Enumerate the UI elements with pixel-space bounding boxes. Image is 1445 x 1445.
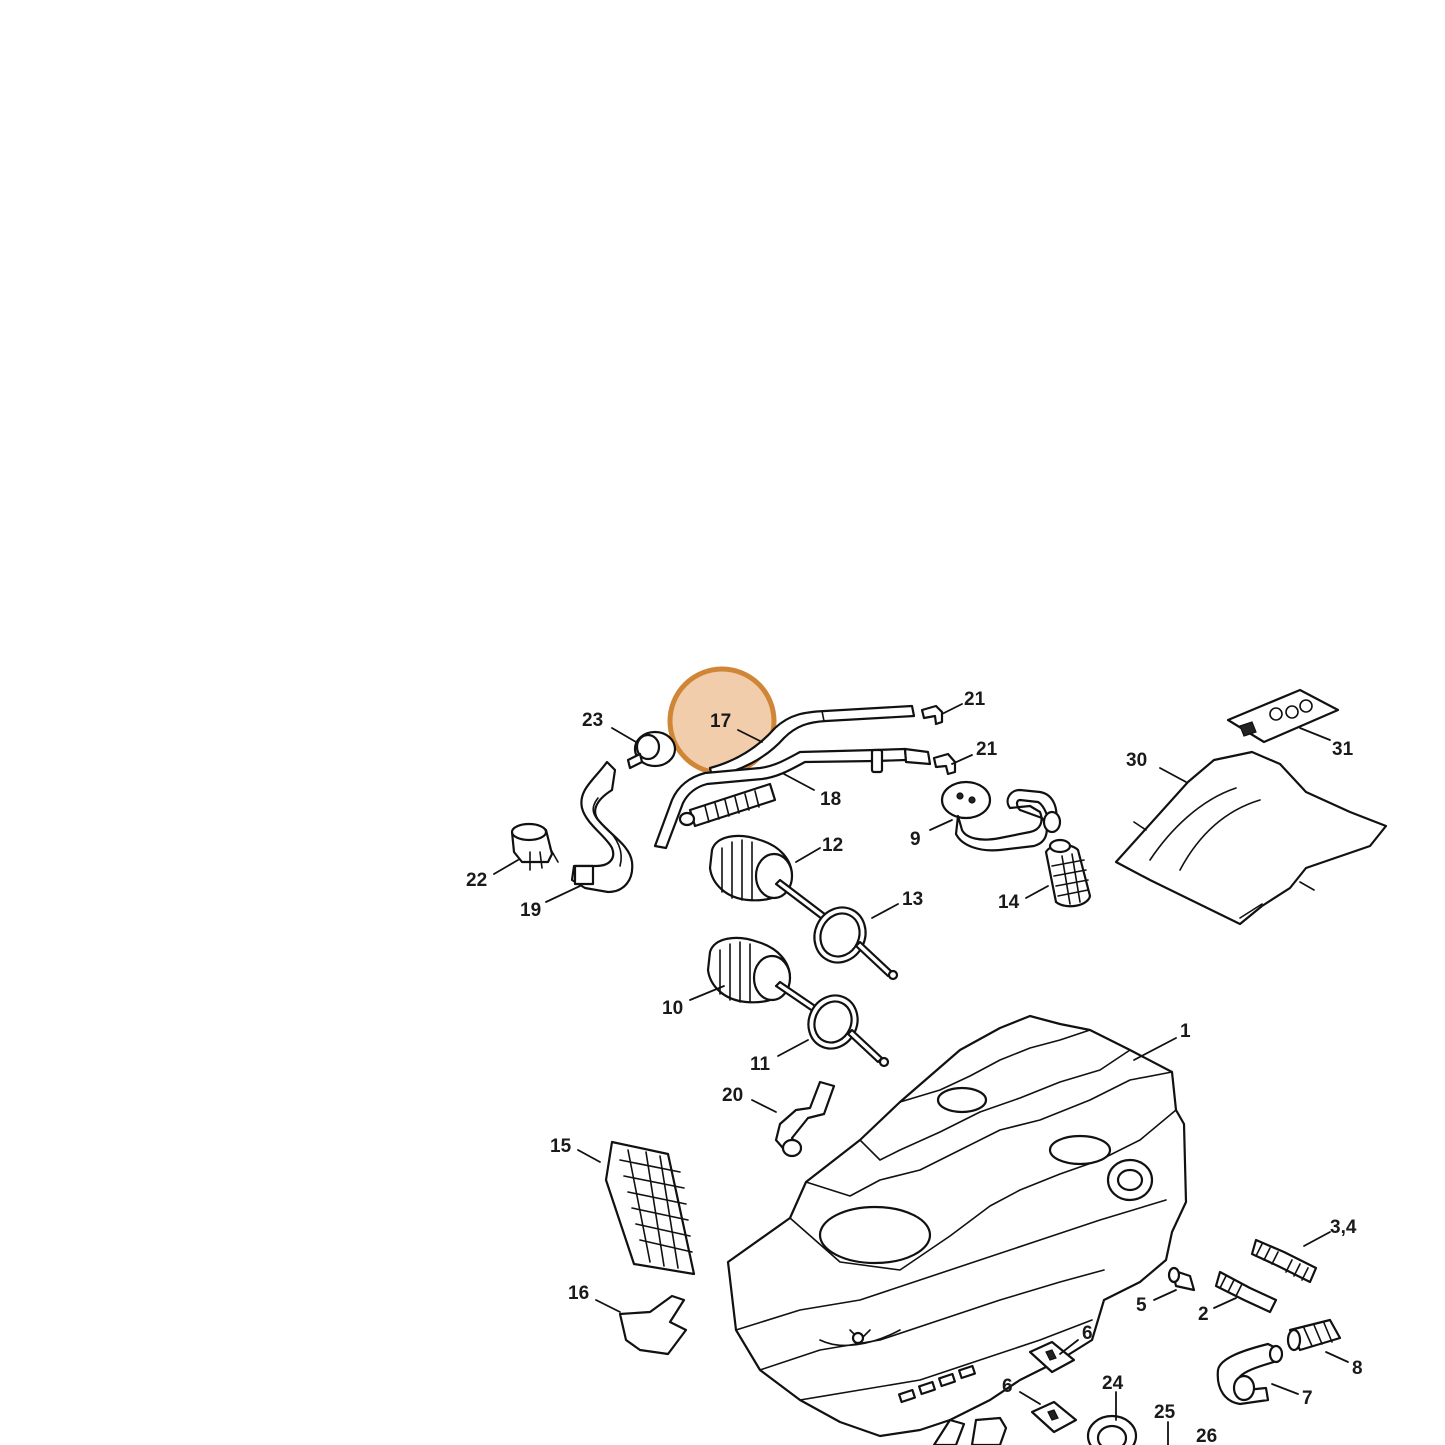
callout-11[interactable]: 11 <box>750 1054 771 1075</box>
callout-21-upper[interactable]: 21 <box>964 689 986 710</box>
part-21-elbow-lower[interactable] <box>932 752 957 776</box>
callout-24[interactable]: 24 <box>1102 1373 1124 1394</box>
callout-8[interactable]: 8 <box>1352 1358 1363 1379</box>
part-23-valve[interactable] <box>626 730 677 770</box>
part-6-damper-lower[interactable] <box>1030 1400 1078 1434</box>
callout-21-lower[interactable]: 21 <box>976 739 998 760</box>
leader-lines <box>493 703 1349 1445</box>
callout-2[interactable]: 2 <box>1198 1304 1209 1325</box>
part-11-o-ring[interactable] <box>800 987 890 1068</box>
callout-31[interactable]: 31 <box>1332 739 1354 760</box>
part-7-hose[interactable] <box>1216 1342 1284 1406</box>
part-12-oil-pump[interactable] <box>708 834 832 924</box>
part-5-sleeve[interactable] <box>1167 1266 1196 1292</box>
callout-5[interactable]: 5 <box>1136 1295 1147 1316</box>
callout-3-4[interactable]: 3,4 <box>1330 1217 1357 1238</box>
callout-12[interactable]: 12 <box>822 835 843 856</box>
part-13-o-ring[interactable] <box>806 899 899 981</box>
part-16-clip[interactable] <box>618 1294 688 1356</box>
callout-19[interactable]: 19 <box>520 900 541 921</box>
callout-20[interactable]: 20 <box>722 1085 743 1106</box>
part-14-oil-filter[interactable] <box>1044 838 1092 908</box>
callout-7[interactable]: 7 <box>1302 1388 1313 1409</box>
callout-14[interactable]: 14 <box>998 892 1020 913</box>
part-9-oil-hose[interactable] <box>940 780 1062 852</box>
callout-17[interactable]: 17 <box>710 711 731 732</box>
part-1-crankcase[interactable] <box>726 1014 1188 1438</box>
callout-16[interactable]: 16 <box>568 1283 589 1304</box>
part-24-ring[interactable] <box>1086 1414 1138 1445</box>
part-20-connector[interactable] <box>774 1080 836 1158</box>
callout-13[interactable]: 13 <box>902 889 923 910</box>
callout-6-lower[interactable]: 6 <box>1002 1376 1013 1397</box>
part-10-oil-pump[interactable] <box>706 936 826 1018</box>
lower-parts-fragment <box>932 1416 1008 1445</box>
part-3-4-stud[interactable] <box>1250 1238 1318 1284</box>
part-15-baffle[interactable] <box>604 1140 696 1276</box>
callout-9[interactable]: 9 <box>910 829 921 850</box>
part-19-hose-bracket[interactable] <box>570 760 634 894</box>
part-2-stud[interactable] <box>1214 1270 1278 1314</box>
callout-1[interactable]: 1 <box>1180 1021 1191 1042</box>
callout-22[interactable]: 22 <box>466 870 487 891</box>
callout-30[interactable]: 30 <box>1126 750 1147 771</box>
callout-15[interactable]: 15 <box>550 1136 572 1157</box>
part-8-bolt[interactable] <box>1286 1318 1342 1352</box>
callout-26[interactable]: 26 <box>1196 1426 1217 1445</box>
part-22-primer-pump[interactable] <box>510 822 559 871</box>
callout-23[interactable]: 23 <box>582 710 603 731</box>
part-21-elbow-upper[interactable] <box>920 704 944 726</box>
part-31-warning-label[interactable] <box>1226 688 1340 744</box>
callout-6-upper[interactable]: 6 <box>1082 1323 1093 1344</box>
callout-25[interactable]: 25 <box>1154 1402 1176 1423</box>
part-30-cover-plate[interactable] <box>1114 750 1388 926</box>
callout-labels: 17 23 21 21 18 30 31 12 9 22 19 13 14 10… <box>466 689 1363 1445</box>
part-18-suction-hose[interactable] <box>653 747 932 850</box>
callout-10[interactable]: 10 <box>662 998 683 1019</box>
part-6-damper-upper[interactable] <box>1028 1340 1076 1374</box>
callout-18[interactable]: 18 <box>820 789 841 810</box>
